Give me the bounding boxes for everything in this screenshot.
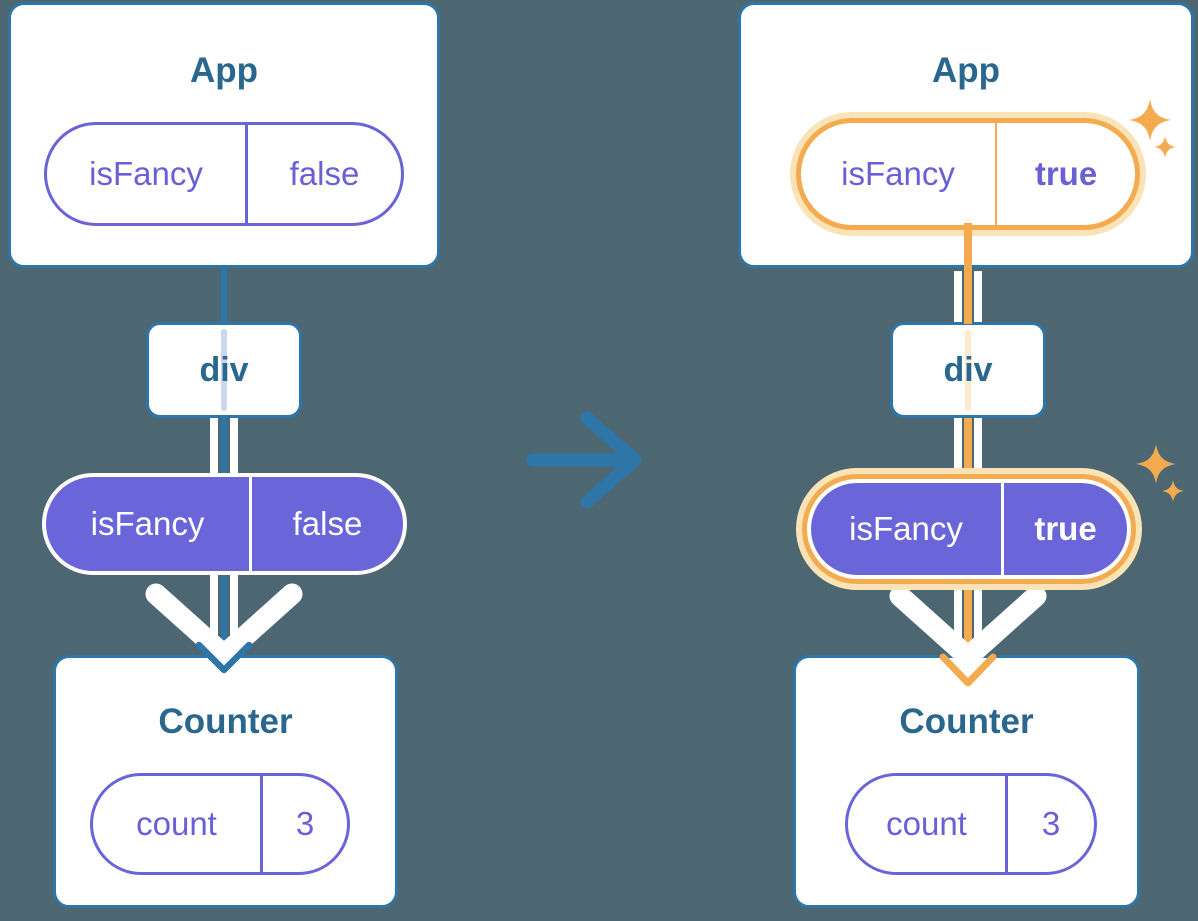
right-state-line bbox=[964, 586, 972, 668]
right-div-node: div bbox=[890, 322, 1046, 418]
right-state-line bbox=[964, 416, 972, 472]
left-counter-title: Counter bbox=[158, 702, 293, 741]
left-prop-line bbox=[230, 572, 238, 646]
state-name: count bbox=[93, 776, 263, 872]
right-app-title: App bbox=[931, 51, 1001, 90]
chevron-down-arrow-icon bbox=[145, 583, 303, 666]
state-value: false bbox=[289, 155, 360, 192]
left-state-line bbox=[221, 572, 227, 664]
prop-name: isFancy bbox=[811, 483, 1004, 575]
right-app-state-pill: isFancy true bbox=[796, 118, 1140, 230]
right-counter-card: Counter count 3 bbox=[793, 655, 1140, 908]
sparkle-icon bbox=[1162, 480, 1184, 502]
state-name: isFancy bbox=[801, 123, 997, 225]
state-name: count bbox=[848, 776, 1008, 872]
left-prop-pill: isFancy false bbox=[42, 473, 407, 575]
left-div-node: div bbox=[146, 322, 302, 418]
left-counter-card: Counter count 3 bbox=[53, 655, 398, 908]
left-counter-state-pill: count 3 bbox=[90, 773, 350, 875]
right-prop-line bbox=[974, 416, 982, 472]
left-app-card: App isFancy false bbox=[8, 2, 440, 268]
right-prop-line bbox=[954, 416, 962, 472]
prop-value: false bbox=[292, 505, 363, 542]
left-app-state-pill: isFancy false bbox=[44, 122, 404, 226]
right-app-card: App isFancy true bbox=[738, 2, 1194, 268]
right-counter-title: Counter bbox=[899, 702, 1034, 741]
sparkle-icon bbox=[1136, 444, 1176, 484]
prop-value: true bbox=[1034, 510, 1097, 547]
right-div-title: div bbox=[943, 350, 993, 389]
state-arrowhead-icon bbox=[939, 653, 997, 687]
left-prop-line bbox=[210, 572, 218, 646]
left-prop-line bbox=[230, 416, 238, 476]
left-state-line bbox=[221, 416, 227, 476]
prop-name: isFancy bbox=[46, 477, 252, 571]
left-div-title: div bbox=[199, 350, 249, 389]
state-value: true bbox=[1034, 155, 1098, 192]
sparkle-icon bbox=[1154, 136, 1176, 158]
right-prop-line bbox=[954, 271, 962, 324]
right-app-state-line bbox=[964, 223, 972, 268]
left-app-title: App bbox=[189, 51, 259, 90]
right-prop-line bbox=[974, 586, 982, 646]
left-prop-line bbox=[210, 416, 218, 476]
right-prop-line bbox=[954, 586, 962, 646]
sparkle-icon bbox=[1129, 99, 1171, 141]
left-app-div-state-line bbox=[221, 266, 227, 324]
chevron-down-arrow-icon bbox=[889, 585, 1047, 668]
arrow-right-icon bbox=[526, 411, 642, 509]
right-counter-state-pill: count 3 bbox=[845, 773, 1097, 875]
right-prop-line bbox=[974, 271, 982, 324]
state-name: isFancy bbox=[47, 125, 248, 223]
right-div-state-trace-line bbox=[965, 329, 971, 411]
right-prop-pill: isFancy true bbox=[807, 479, 1131, 579]
left-div-state-trace-line bbox=[221, 329, 227, 411]
state-value: 3 bbox=[295, 805, 315, 842]
right-state-line bbox=[964, 266, 972, 324]
state-arrowhead-icon bbox=[195, 641, 253, 674]
state-value: 3 bbox=[1041, 805, 1061, 842]
